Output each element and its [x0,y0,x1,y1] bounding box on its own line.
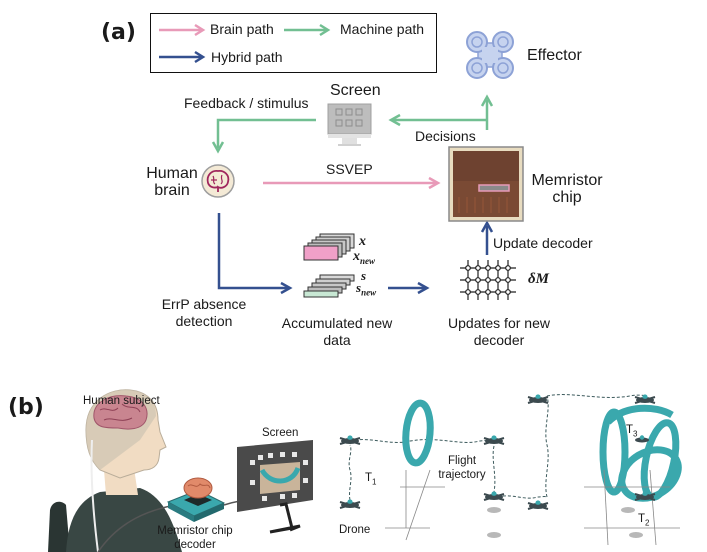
legend-arrows [159,23,331,64]
errp-label-line2: detection [175,313,233,329]
crossbar-array-icon [460,260,516,300]
accumulated-data-label: Accumulated new data [272,315,402,349]
t3-base: T [626,424,634,436]
memristor-chip-decoder-illustration [166,477,269,522]
panel-b-label: (b) [8,395,44,420]
screen-label-b: Screen [262,427,299,439]
memristor-chip-label-line1: Memristor [531,172,603,189]
ground-lines-right [584,469,680,546]
t1-sub: 1 [372,477,377,487]
ring-obstacle-1 [402,399,434,467]
ssvep-label: SSVEP [326,161,373,177]
panel-a-label: (a) [101,20,136,45]
t1-label: T1 [365,470,376,490]
human-brain-icon [201,164,235,198]
s-data-stack-icon [303,274,355,298]
s-new-sub: new [361,287,377,298]
feedback-label: Feedback / stimulus [184,95,309,111]
decisions-label: Decisions [415,128,476,144]
ring-obstacles-right [599,404,682,502]
drone-shadows [487,507,643,538]
legend-machine-label: Machine path [340,21,425,37]
legend-brain-label: Brain path [210,21,274,37]
arrow-errp [217,213,293,295]
human-brain-label-line1: Human [146,165,198,182]
updates-decoder-label-line1: Updates for new [448,315,550,331]
legend-hybrid-arrow [159,50,206,64]
legend: Brain path Machine path Hybrid path [150,13,437,73]
ground-lines-left [385,469,445,541]
human-brain-label: Human brain [144,165,200,199]
arrow-screen-to-brain [211,118,316,154]
s-new-base: s [356,280,362,295]
effector-drone-icon [466,31,514,79]
errp-label: ErrP absence detection [149,296,259,330]
updates-decoder-label: Updates for new decoder [434,315,564,349]
errp-label-line1: ErrP absence [161,296,247,312]
legend-hybrid-label: Hybrid path [211,49,283,65]
x-new-label: xnew [353,249,375,266]
s-label: s [361,268,367,283]
legend-machine-arrow [284,23,331,37]
memristor-chip-decoder-label: Memristor chip decoder [150,524,240,552]
x-new-base: x [353,249,360,264]
accumulated-data-label-line2: data [323,332,351,348]
s-new-label: snew [356,280,376,298]
arrow-accum-to-updates [388,281,430,295]
memristor-chip-decoder-label-line1: Memristor chip [157,525,233,537]
arrow-decisions-to-screen [388,113,487,127]
updates-decoder-label-line2: decoder [473,332,525,348]
human-brain-label-line2: brain [154,182,190,199]
monitor-screen-illustration [237,440,313,534]
human-subject-label: Human subject [83,395,160,407]
arrow-to-effector [480,94,494,130]
drone-icons [339,394,656,510]
t2-label: T2 [638,511,649,531]
delta-m-label: δM [528,271,550,287]
x-new-sub: new [360,255,376,266]
t1-base: T [365,472,373,484]
screen-monitor-icon [327,103,372,146]
accumulated-data-label-line1: Accumulated new [281,315,393,331]
effector-label: Effector [527,47,582,64]
update-decoder-label: Update decoder [493,235,593,251]
t3-sub: 3 [633,429,638,439]
legend-brain-arrow [159,23,206,37]
flight-trajectory-left [348,394,648,501]
screen-label: Screen [330,82,381,99]
memristor-chip-label: Memristor chip [527,172,607,206]
flight-trajectory-label: Flight trajectory [437,454,487,482]
memristor-chip-label-line2: chip [552,189,582,206]
x-data-stack-icon [303,233,355,261]
flight-trajectory-label-line2: trajectory [438,469,486,481]
t2-sub: 2 [645,518,650,528]
drone-label: Drone [339,524,371,536]
memristor-chip-image [448,146,524,222]
arrow-update-decoder [480,220,494,255]
t2-base: T [638,513,646,525]
flight-trajectory-label-line1: Flight [447,455,477,467]
arrow-ssvep [263,176,441,190]
t3-label: T3 [626,422,637,442]
x-label: x [359,234,366,249]
memristor-chip-decoder-label-line2: decoder [174,539,216,551]
